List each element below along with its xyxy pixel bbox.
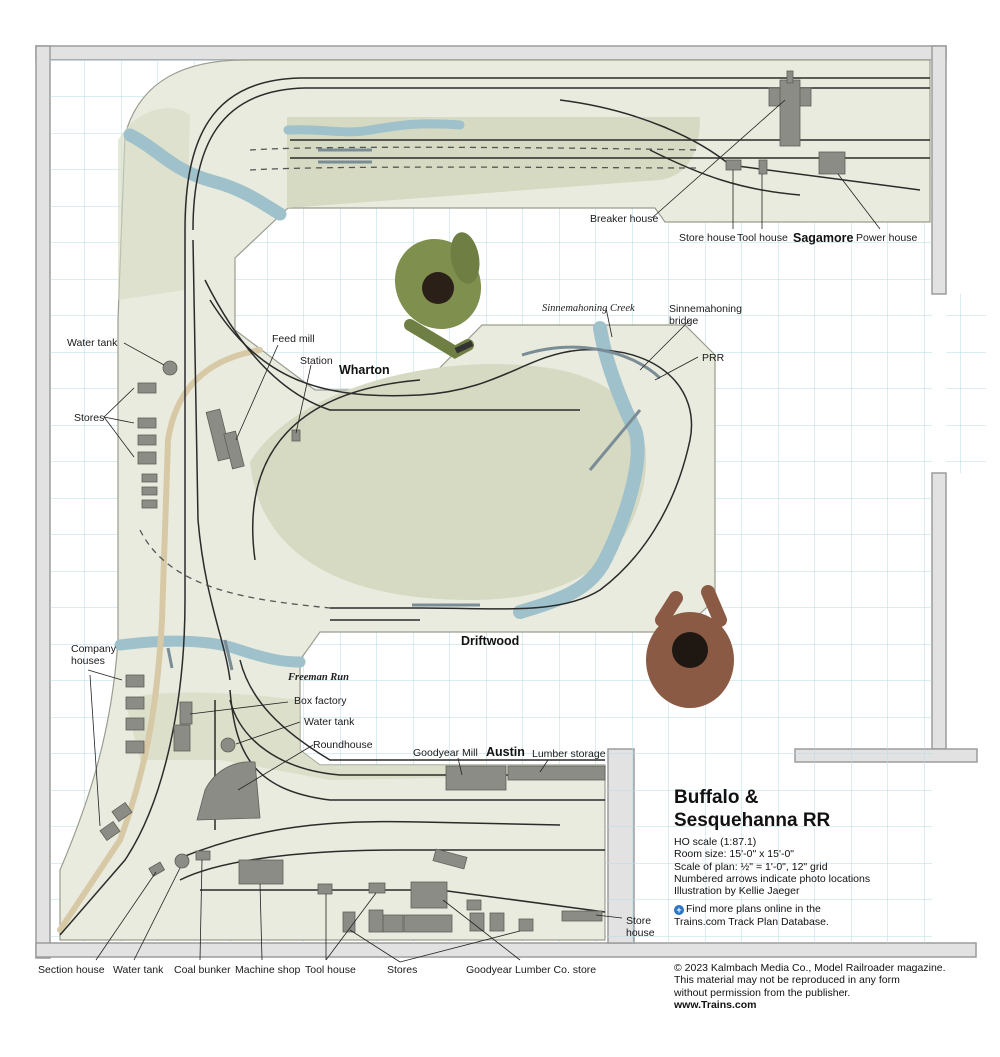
label-sinnemahoning-bridge-line1: Sinnemahoning	[669, 303, 742, 315]
track-network	[59, 77, 930, 936]
buildings	[99, 70, 846, 933]
label-station: Station	[300, 355, 333, 367]
label-store-house-sagamore: Store house	[679, 232, 736, 244]
find-more-line2[interactable]: Trains.com Track Plan Database.	[674, 915, 829, 928]
label-lumber-storage: Lumber storage	[532, 748, 606, 760]
operator-figure-bottom	[646, 585, 734, 708]
plan-title-line2: Sesquehanna RR	[674, 810, 831, 831]
waterways	[114, 119, 645, 668]
title-block: Buffalo & Sesquehanna RR HO scale (1:87.…	[674, 786, 974, 928]
label-machine-shop: Machine shop	[235, 964, 301, 976]
copyright-line1: © 2023 Kalmbach Media Co., Model Railroa…	[674, 962, 946, 974]
operator-figure-top	[394, 232, 482, 359]
label-company-houses-line2: houses	[71, 655, 105, 667]
label-sinnemahoning-creek: Sinnemahoning Creek	[542, 303, 635, 314]
town-wharton: Wharton	[339, 363, 390, 377]
label-coal-bunker: Coal bunker	[174, 964, 231, 976]
copyright-line2: This material may not be reproduced in a…	[674, 974, 900, 987]
spec-plan-scale: Scale of plan: ½" = 1'-0", 12" grid	[674, 860, 828, 873]
label-water-tank-wharton: Water tank	[67, 337, 118, 349]
label-box-factory: Box factory	[294, 695, 347, 707]
label-store-house-austin-line2: house	[626, 927, 655, 939]
spec-arrows-note: Numbered arrows indicate photo locations	[674, 872, 871, 885]
plus-circle-icon: +	[674, 905, 684, 916]
town-driftwood: Driftwood	[461, 634, 519, 648]
label-sinnemahoning-bridge-line2: bridge	[669, 315, 698, 327]
town-austin: Austin	[486, 745, 525, 759]
label-company-houses-line1: Company	[71, 643, 117, 655]
bridges	[166, 148, 662, 671]
leader-lines	[87, 99, 881, 963]
road	[57, 347, 263, 933]
label-power-house: Power house	[856, 232, 917, 244]
grid-doorway	[946, 294, 986, 473]
plan-title-line1: Buffalo &	[674, 787, 759, 808]
label-water-tank-bottom: Water tank	[113, 964, 164, 976]
label-stores-wharton: Stores	[74, 412, 104, 424]
label-prr: PRR	[702, 352, 725, 364]
spec-scale: HO scale (1:87.1)	[674, 836, 757, 848]
spec-illustrator: Illustration by Kellie Jaeger	[674, 885, 800, 898]
label-roundhouse: Roundhouse	[313, 739, 373, 751]
find-more-plans-link[interactable]: +Find more plans online in the	[674, 903, 974, 916]
spec-room-size: Room size: 15'-0" x 15'-0"	[674, 848, 795, 861]
label-tool-house-sagamore: Tool house	[737, 232, 788, 244]
find-more-line1: Find more plans online in the	[686, 903, 821, 916]
label-feed-mill: Feed mill	[272, 333, 315, 345]
label-stores-bottom: Stores	[387, 964, 417, 976]
label-freeman-run: Freeman Run	[287, 672, 349, 683]
trains-website-link[interactable]: www.Trains.com	[674, 998, 757, 1011]
label-goodyear-mill: Goodyear Mill	[413, 747, 478, 759]
label-breaker-house: Breaker house	[590, 213, 658, 225]
label-store-house-austin-line1: Store	[626, 915, 651, 927]
dashed-track	[139, 146, 701, 609]
label-water-tank-austin: Water tank	[304, 716, 355, 728]
label-tool-house-bottom: Tool house	[305, 964, 356, 976]
label-section-house: Section house	[38, 964, 105, 976]
copyright-line3: without permission from the publisher.	[674, 986, 851, 999]
town-sagamore: Sagamore	[793, 231, 853, 245]
label-goodyear-lumber-store: Goodyear Lumber Co. store	[466, 964, 596, 976]
copyright-block: © 2023 Kalmbach Media Co., Model Railroa…	[674, 962, 984, 1011]
